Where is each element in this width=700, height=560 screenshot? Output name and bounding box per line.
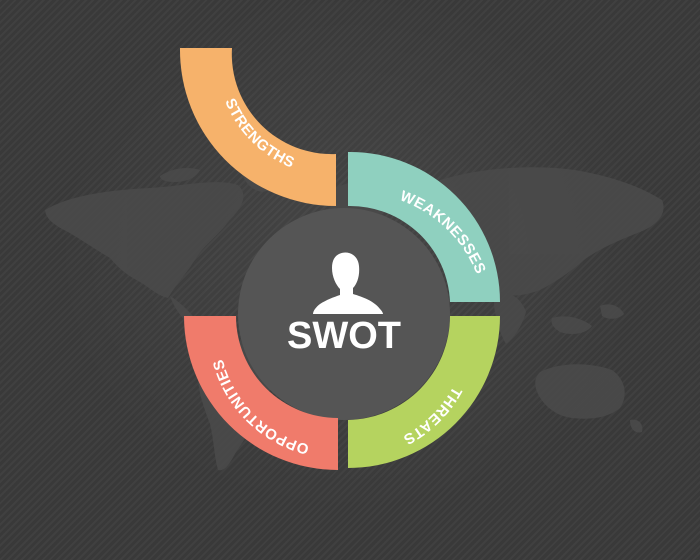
threats-band <box>348 316 500 468</box>
person-silhouette-icon <box>313 252 383 314</box>
center-title: SWOT <box>287 315 401 357</box>
strengths-band <box>179 48 336 206</box>
weaknesses-band <box>348 151 500 302</box>
segment-strengths: STRENGTHS <box>179 48 336 206</box>
opportunities-band <box>184 316 338 470</box>
